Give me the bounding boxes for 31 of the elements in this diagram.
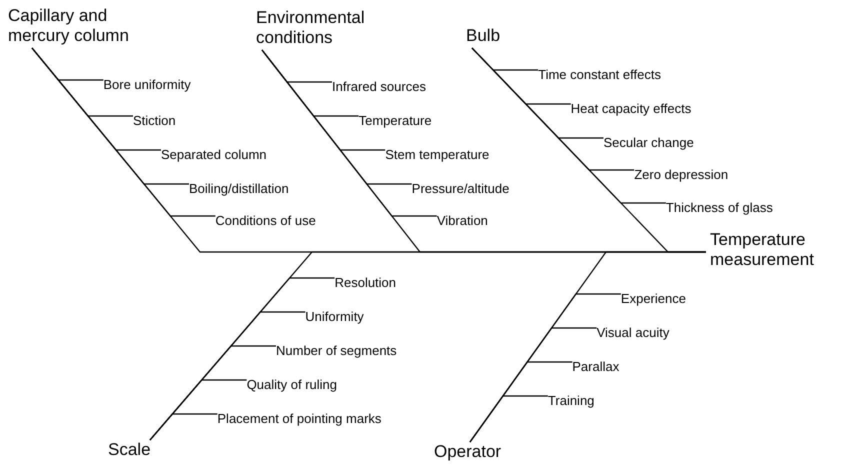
category-label: Bulb xyxy=(466,26,526,46)
cause-label: Training xyxy=(548,393,594,409)
fishbone-line xyxy=(470,251,706,442)
cause-label: Infrared sources xyxy=(332,79,426,95)
cause-label: Time constant effects xyxy=(538,67,661,83)
cause-label: Separated column xyxy=(161,147,267,163)
cause-label: Stem temperature xyxy=(385,147,490,163)
category-label: Scale xyxy=(108,440,158,460)
cause-label: Resolution xyxy=(334,275,396,291)
cause-label: Heat capacity effects xyxy=(570,101,692,117)
category-label: Environmental conditions xyxy=(256,8,381,49)
cause-label: Parallax xyxy=(572,359,620,375)
cause-label: Thickness of glass xyxy=(666,200,773,216)
category-label: Operator xyxy=(434,442,514,462)
cause-label: Conditions of use xyxy=(215,213,316,229)
cause-label: Boiling/distillation xyxy=(189,181,289,197)
cause-label: Placement of pointing marks xyxy=(217,411,382,427)
cause-label: Visual acuity xyxy=(596,325,670,341)
cause-label: Uniformity xyxy=(305,309,364,325)
category-label: Capillary and mercury column xyxy=(8,6,148,47)
cause-label: Number of segments xyxy=(276,343,397,359)
cause-label: Pressure/altitude xyxy=(412,181,510,197)
cause-label: Bore uniformity xyxy=(103,77,191,93)
cause-label: Stiction xyxy=(133,113,176,129)
cause-label: Secular change xyxy=(603,135,694,151)
cause-label: Experience xyxy=(620,291,686,307)
cause-label: Temperature xyxy=(358,113,432,129)
cause-label: Vibration xyxy=(436,213,488,229)
cause-label: Zero depression xyxy=(634,167,728,183)
effect-label: Temperature measurement xyxy=(710,230,845,271)
cause-label: Quality of ruling xyxy=(246,377,338,393)
